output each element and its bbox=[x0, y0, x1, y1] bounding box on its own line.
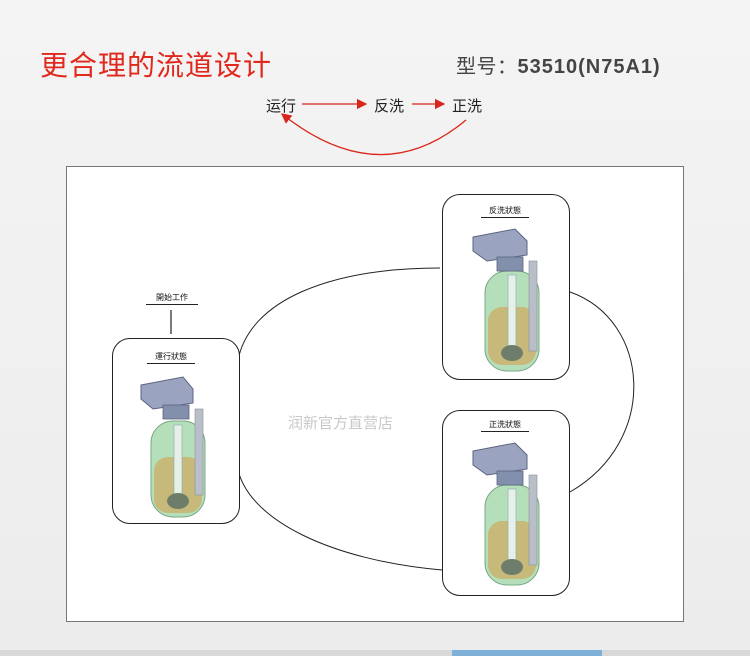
start-label: 開始工作 bbox=[146, 292, 198, 305]
flow-step-backwash: 反洗 bbox=[374, 97, 405, 115]
arrow-rinse-to-running bbox=[280, 113, 467, 156]
bottom-accent bbox=[452, 650, 602, 656]
cycle-arc-bottom bbox=[237, 469, 443, 571]
card-backwash: 反洗狀態 bbox=[442, 194, 570, 380]
model-label: 型号： bbox=[456, 54, 518, 78]
cycle-arc-right bbox=[569, 291, 635, 493]
cycle-arc-top bbox=[237, 267, 441, 361]
page-title: 更合理的流道设计 bbox=[40, 49, 273, 82]
flow-step-rinse: 正洗 bbox=[452, 97, 483, 115]
flow-step-running: 运行 bbox=[266, 97, 297, 115]
model-info: 型号：53510(N75A1) bbox=[456, 50, 661, 79]
bottom-bar bbox=[0, 650, 750, 656]
flow-arrows bbox=[280, 98, 467, 156]
card-running: 運行狀態 bbox=[112, 338, 240, 524]
softener-tank-icon bbox=[472, 442, 540, 586]
card-rinse: 正洗狀態 bbox=[442, 410, 570, 596]
softener-tank-icon bbox=[140, 376, 206, 518]
model-number: 53510(N75A1) bbox=[517, 56, 661, 78]
card-running-label: 運行狀態 bbox=[147, 351, 195, 364]
card-backwash-label: 反洗狀態 bbox=[481, 205, 529, 218]
softener-tank-icon bbox=[472, 228, 540, 372]
watermark: 润新官方直营店 bbox=[288, 414, 394, 432]
card-rinse-label: 正洗狀態 bbox=[481, 419, 529, 432]
